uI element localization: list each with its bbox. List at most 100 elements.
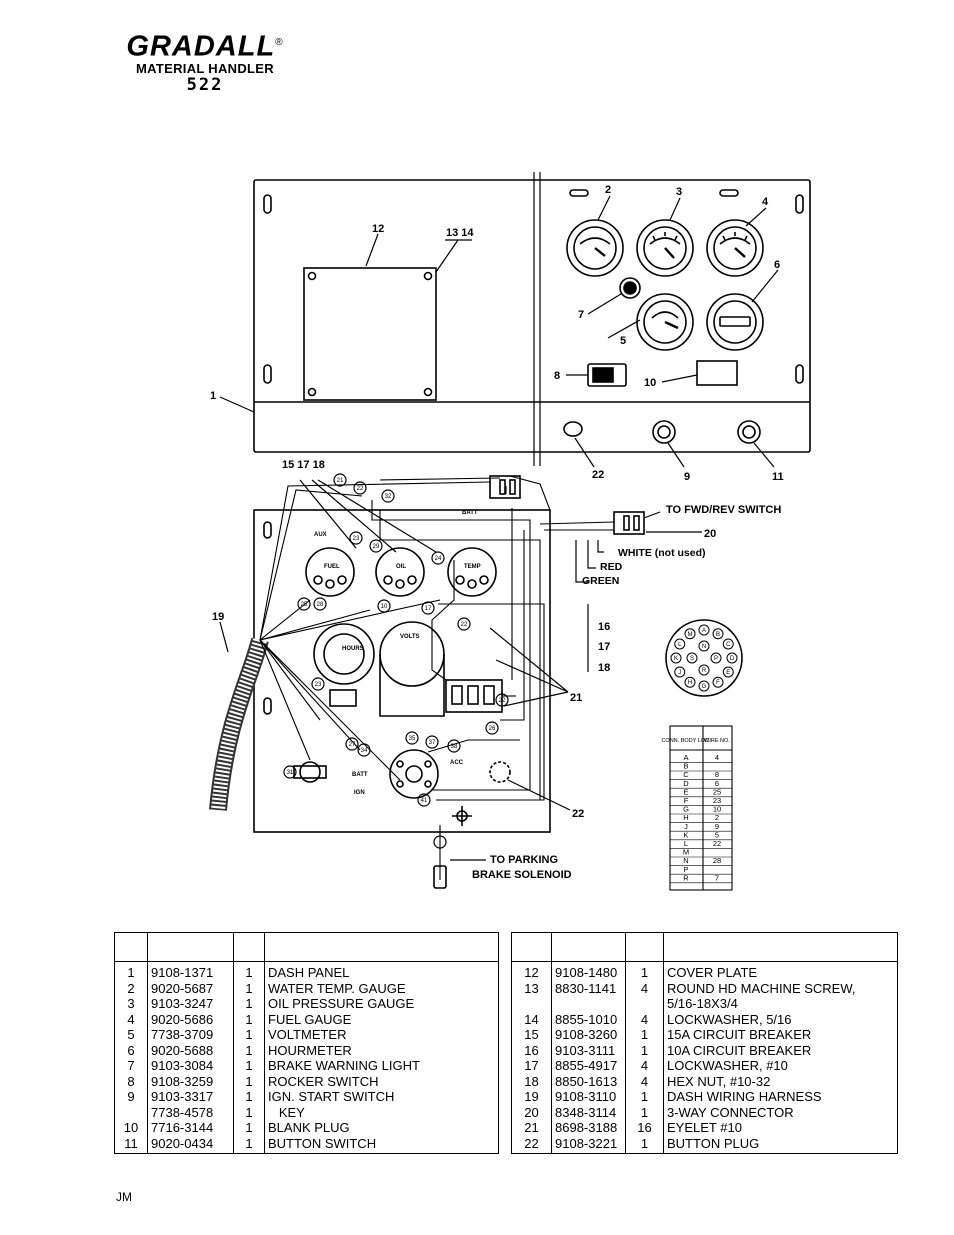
conn-body-table-grid (669, 725, 733, 891)
description: 15A CIRCUIT BREAKER (663, 1027, 898, 1043)
rocker-switch (587, 363, 627, 387)
connector-pin-label: B (716, 632, 720, 638)
svg-text:17: 17 (425, 606, 432, 612)
conn-header-1: CONN. BODY LOC. (661, 738, 711, 744)
cover-plate (303, 267, 437, 401)
conn-body-loc: G (683, 805, 689, 814)
callout-5: 5 (620, 335, 626, 347)
description: IGN. START SWITCH (264, 1089, 499, 1105)
conn-wire-no: 10 (713, 805, 721, 814)
col-qty (625, 932, 664, 962)
connector-pin (698, 680, 710, 692)
part-number: 8850-1613 (551, 1073, 626, 1089)
oil-label: OIL (396, 564, 406, 570)
quantity: 4 (625, 1073, 664, 1089)
item-number: 15 (511, 1027, 552, 1043)
red-lead-label: RED (600, 561, 623, 573)
description: OIL PRESSURE GAUGE (264, 996, 499, 1012)
rear-panel-outline (253, 509, 551, 833)
callout-6: 6 (774, 259, 780, 271)
item-number: 13 (511, 980, 552, 996)
callout-9: 9 (684, 471, 690, 483)
rear-mount-slot (263, 697, 272, 715)
item-number: 6 (114, 1042, 148, 1058)
description: BLANK PLUG (264, 1120, 499, 1136)
conn-wire-no: 7 (715, 873, 719, 882)
quantity: 1 (233, 1011, 265, 1027)
mount-slot (263, 364, 272, 384)
callout-12: 12 (372, 223, 384, 235)
connector-pin (722, 666, 734, 678)
description: BUTTON PLUG (663, 1135, 898, 1154)
connector-pin-label: D (730, 656, 735, 662)
part-number: 9020-0434 (147, 1135, 234, 1154)
svg-text:28: 28 (317, 602, 324, 608)
svg-text:34: 34 (361, 748, 368, 754)
temp-label: TEMP (464, 564, 481, 570)
part-number: 7738-4578 (147, 1104, 234, 1120)
wiring-text-labels: TO FWD/REV SWITCH WHITE (not used) RED G… (314, 504, 781, 881)
item-number: 2 (114, 980, 148, 996)
callout-3: 3 (676, 186, 682, 198)
fuel-label: FUEL (324, 564, 340, 570)
leader-lines (219, 195, 779, 468)
conn-wire-no: 28 (713, 856, 721, 865)
fuel-gauge (706, 219, 764, 277)
description: 5/16-18X3/4 (663, 996, 898, 1012)
hourmeter-rear (313, 623, 375, 707)
wire-number-text: 21 22 32 23 29 24 25 28 10 17 22 23 22 2… (287, 478, 506, 804)
svg-text:31: 31 (287, 770, 294, 776)
part-number: 9108-3110 (551, 1089, 626, 1105)
svg-text:21: 21 (337, 478, 344, 484)
conn-body-loc: R (683, 873, 689, 882)
part-number: 8348-3114 (551, 1104, 626, 1120)
volts-label: VOLTS (400, 634, 420, 640)
callout-18: 18 (598, 662, 610, 674)
connector-pin-label: M (688, 632, 693, 638)
quantity: 1 (233, 996, 265, 1012)
connector-pin-label: G (702, 684, 707, 690)
callout-8: 8 (554, 370, 560, 382)
item-number: 4 (114, 1011, 148, 1027)
item-number: 5 (114, 1027, 148, 1043)
wire-number-markers (283, 473, 509, 849)
quantity: 1 (233, 1104, 265, 1120)
quantity: 1 (625, 1042, 664, 1058)
conn-wire-no: 6 (715, 779, 719, 788)
parts-table-header (511, 932, 898, 962)
part-number: 9103-3084 (147, 1058, 234, 1074)
description: WATER TEMP. GAUGE (264, 980, 499, 996)
batt-label: BATT (352, 772, 368, 778)
callout-10: 10 (644, 377, 656, 389)
hours-label: HOURS (342, 646, 364, 652)
callout-19: 19 (212, 611, 224, 623)
mount-slot-top (719, 189, 739, 197)
part-number: 9108-3259 (147, 1073, 234, 1089)
connector-pin-label: P (714, 656, 718, 662)
part-number: 9108-3260 (551, 1027, 626, 1043)
connector-pin (684, 676, 696, 688)
description: LOCKWASHER, 5/16 (663, 1011, 898, 1027)
temp-gauge-rear (447, 547, 497, 597)
quantity: 1 (233, 1058, 265, 1074)
fwd-rev-leader (643, 511, 661, 519)
part-number: 9108-3221 (551, 1135, 626, 1154)
blank-plug (696, 360, 738, 386)
color-lead-leaders (575, 540, 604, 583)
parking-label-1: TO PARKING (490, 854, 558, 866)
callout-11: 11 (772, 471, 784, 483)
callout-21: 21 (570, 692, 582, 704)
brake-warning-light (619, 277, 641, 299)
quantity (625, 996, 664, 1012)
conn-wire-no: 4 (715, 753, 719, 762)
svg-text:26: 26 (489, 726, 496, 732)
item-number: 11 (114, 1135, 148, 1154)
